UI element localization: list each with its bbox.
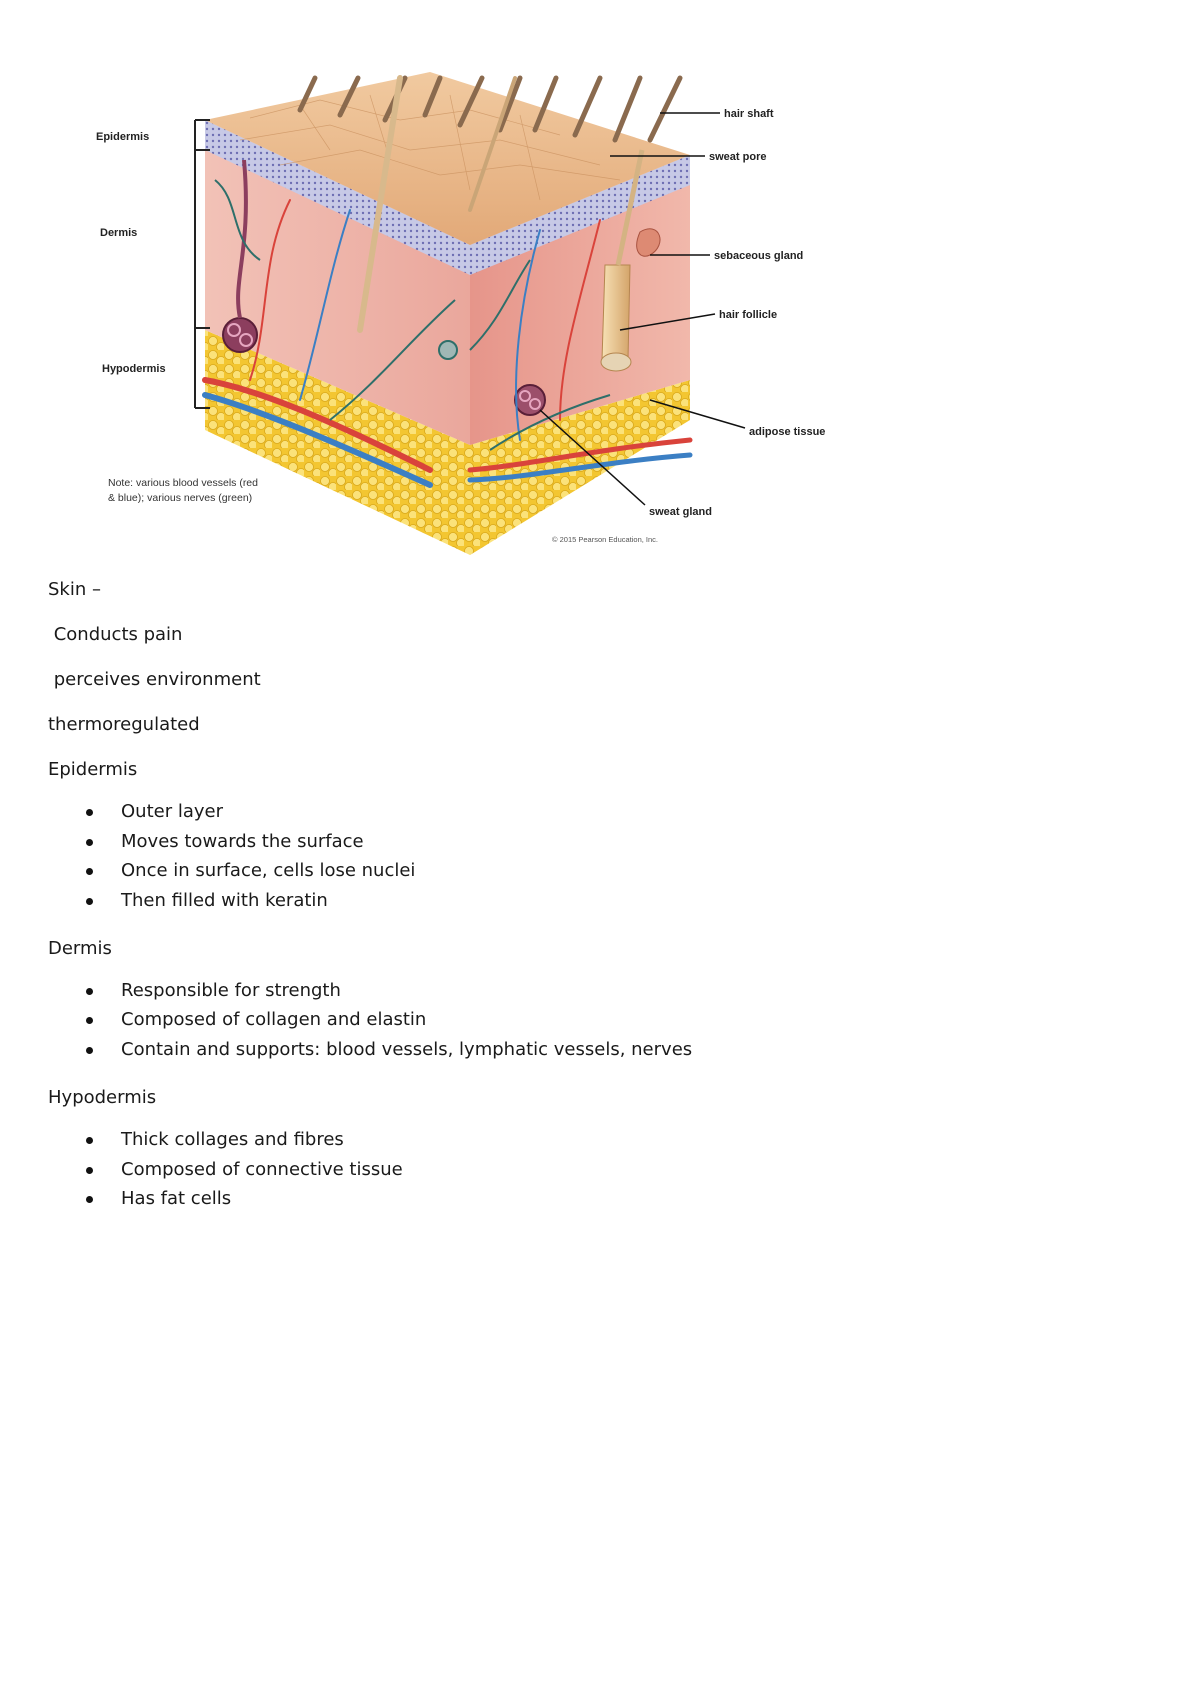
sweat-gland-right	[514, 384, 546, 416]
blood-vessels	[202, 199, 693, 488]
skin-line-2: perceives environment	[48, 669, 261, 690]
bullet-icon	[86, 1017, 93, 1025]
adipose-layer	[205, 330, 690, 555]
list-item-text: Responsible for strength	[121, 979, 341, 1001]
list-item: Has fat cells	[48, 1187, 1148, 1211]
skin-surface	[205, 72, 690, 245]
section-heading-dermis: Dermis	[48, 937, 112, 959]
list-item: Contain and supports: blood vessels, lym…	[48, 1038, 1148, 1062]
bullet-icon	[86, 1136, 93, 1144]
adipose-tissue-label: adipose tissue	[749, 426, 825, 438]
list-item: Responsible for strength	[48, 979, 1148, 1003]
list-item-text: Once in surface, cells lose nuclei	[121, 860, 416, 882]
sweat-pore-label: sweat pore	[709, 151, 766, 163]
list-item-text: Composed of collagen and elastin	[121, 1009, 427, 1031]
hair-follicle	[600, 149, 661, 372]
bullet-icon	[86, 1046, 93, 1054]
list-item: Thick collages and fibres	[48, 1128, 1148, 1152]
leader-lines	[539, 112, 746, 506]
epidermis-label: Epidermis	[96, 131, 149, 143]
list-item: Then filled with keratin	[48, 889, 1148, 913]
list-item-text: Contain and supports: blood vessels, lym…	[121, 1038, 693, 1060]
nerves	[214, 179, 611, 451]
sebaceous-gland-label: sebaceous gland	[714, 250, 803, 262]
bullet-icon	[86, 809, 93, 816]
hair-shaft-label: hair shaft	[724, 108, 774, 120]
figure-note-line1: Note: various blood vessels (red	[108, 477, 258, 489]
skin-line-1: Conducts pain	[48, 624, 183, 645]
list-item: Composed of collagen and elastin	[48, 1008, 1148, 1032]
hair-follicle-label: hair follicle	[719, 309, 777, 321]
epidermis-band-left	[205, 120, 470, 275]
list-item-text: Thick collages and fibres	[121, 1128, 344, 1150]
list-item-text: Then filled with keratin	[121, 889, 328, 911]
hypodermis-label: Hypodermis	[102, 363, 166, 375]
list-item-text: Outer layer	[121, 801, 223, 822]
hair-shafts	[297, 75, 683, 333]
list-item: Once in surface, cells lose nuclei	[48, 859, 1148, 883]
epidermis-bullet-list: Outer layer Moves towards the surface On…	[48, 800, 1148, 913]
dermis-left-face	[205, 120, 470, 445]
bullet-icon	[86, 868, 93, 876]
list-item-text: Has fat cells	[121, 1188, 232, 1210]
list-item: Composed of connective tissue	[48, 1158, 1148, 1182]
section-heading-epidermis: Epidermis	[48, 759, 138, 780]
bullet-icon	[86, 838, 93, 846]
bullet-icon	[86, 987, 93, 995]
dermis-label: Dermis	[100, 227, 137, 239]
figure-note-line2: & blue); various nerves (green)	[108, 492, 252, 504]
skin-diagram-figure: Epidermis Dermis Hypodermis hair shaft s…	[0, 0, 1200, 560]
list-item-text: Moves towards the surface	[121, 830, 364, 852]
bullet-icon	[86, 1166, 93, 1174]
section-heading-hypodermis: Hypodermis	[48, 1086, 157, 1108]
figure-credit: © 2015 Pearson Education, Inc.	[552, 535, 658, 544]
hypodermis-bullet-list: Thick collages and fibres Composed of co…	[48, 1128, 1148, 1211]
skin-heading: Skin –	[48, 579, 101, 600]
sweat-gland-left	[222, 159, 258, 353]
sweat-gland-label: sweat gland	[649, 506, 712, 518]
dermis-bullet-list: Responsible for strength Composed of col…	[48, 979, 1148, 1062]
skin-line-3: thermoregulated	[48, 714, 200, 735]
bullet-icon	[86, 897, 93, 905]
list-item-text: Composed of connective tissue	[121, 1158, 403, 1180]
layer-bracket	[194, 119, 210, 409]
list-item: Outer layer	[48, 800, 1148, 824]
notes-body: Skin – Conducts pain perceives environme…	[48, 578, 1148, 1235]
bullet-icon	[86, 1196, 93, 1204]
list-item: Moves towards the surface	[48, 830, 1148, 854]
